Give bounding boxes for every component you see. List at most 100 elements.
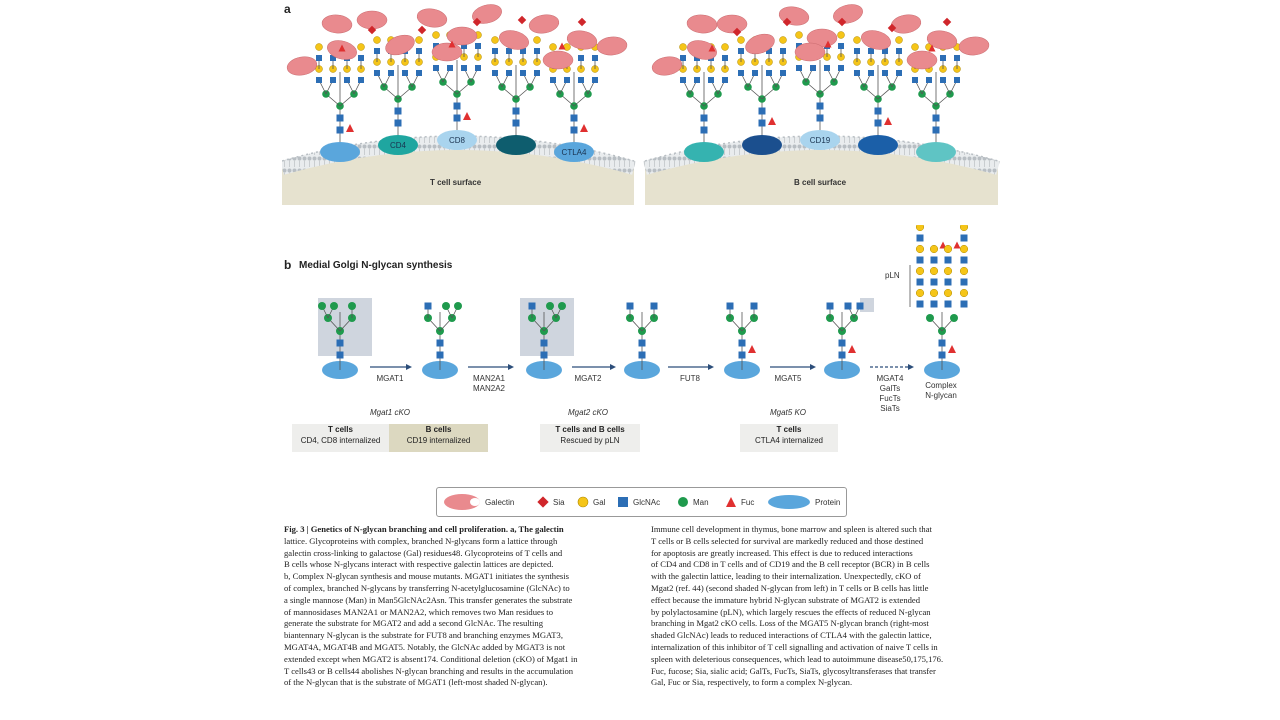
glcnac-icon [844, 302, 852, 310]
gal-icon [929, 288, 939, 298]
glcnac-icon [796, 65, 802, 71]
fuc-icon [884, 117, 892, 125]
man-icon [558, 302, 566, 310]
panel-b-title: Medial Golgi N-glycan synthesis [299, 260, 453, 271]
glcnac-icon [874, 119, 882, 127]
glcnac-icon [374, 48, 380, 54]
sia-icon [577, 17, 587, 27]
glcnac-icon [578, 77, 584, 83]
gal-icon [915, 266, 925, 276]
fuc-icon [558, 42, 566, 50]
caption-line: Fig. 3 | Genetics of N-glycan branching … [284, 524, 564, 534]
glcnac-icon [336, 351, 344, 359]
glcnac-icon [874, 107, 882, 115]
caption-line: of the N-glycan that is the substrate of… [284, 677, 548, 688]
glcnac-icon [708, 77, 714, 83]
gal-icon [943, 288, 953, 298]
legend-glcnac: GlcNAc [617, 496, 660, 508]
shaded-substrate-mgat1 [318, 298, 372, 356]
gal-icon [915, 244, 925, 254]
galectin-icon [686, 14, 718, 34]
glcnac-icon [912, 77, 918, 83]
galectin-icon [794, 42, 826, 62]
caption-line: Immune cell development in thymus, bone … [651, 524, 932, 534]
fuc-icon [748, 345, 756, 353]
glcnac-icon [534, 48, 540, 54]
glcnac-icon [738, 339, 746, 347]
galectin-icon [431, 42, 463, 62]
glcnac-icon [726, 302, 734, 310]
legend-man: Man [677, 496, 709, 508]
glcnac-icon [916, 278, 924, 286]
glcnac-icon [944, 256, 952, 264]
glcnac-icon [650, 302, 658, 310]
caption-line: of CD4 and CD8 in T cells and of CD19 an… [651, 559, 930, 570]
caption-line: generate the substrate for MGAT2 and add… [284, 618, 544, 629]
glcnac-icon [738, 70, 744, 76]
galectin-icon [528, 14, 560, 34]
glcnac-icon [960, 234, 968, 242]
sia-icon [517, 15, 527, 25]
t-cell-protein-label: CTLA4 [562, 148, 587, 157]
man-icon [454, 302, 462, 310]
glcnac-icon [838, 65, 844, 71]
caption-line: by polylactosamine (pLN), which largely … [651, 606, 931, 617]
glcnac-icon [838, 351, 846, 359]
caption-line: of complex, branched N-glycans by transf… [284, 582, 570, 593]
glcnac-icon [402, 70, 408, 76]
galectin-icon [958, 36, 990, 56]
glcnac-icon [540, 339, 548, 347]
glcnac-icon [638, 351, 646, 359]
glcnac-icon [944, 278, 952, 286]
caption-line: lattice. Glycoproteins with complex, bra… [284, 535, 558, 546]
glcnac-icon [838, 339, 846, 347]
glcnac-icon [680, 77, 686, 83]
fuc-icon [948, 345, 956, 353]
fuc-icon [708, 44, 716, 52]
glcnac-icon [780, 70, 786, 76]
man-icon [546, 302, 554, 310]
galectin-icon [596, 36, 628, 56]
caption-line: with the galectin lattice, leading to th… [651, 571, 921, 582]
glcnac-icon [758, 119, 766, 127]
galectin-icon [745, 33, 775, 55]
legend: Galectin Sia Gal GlcNAc Man Fuc Protein [436, 487, 847, 517]
enzyme-mgat2: MGAT2 [574, 374, 602, 383]
glcnac-icon [722, 77, 728, 83]
glcnac-icon [700, 114, 708, 122]
panel-b-letter: b [284, 258, 292, 272]
glcnac-icon [944, 300, 952, 308]
glcnac-icon [461, 65, 467, 71]
legend-protein: Protein [767, 494, 840, 510]
gal-icon [943, 244, 953, 254]
glcnac-icon [344, 77, 350, 83]
glcnac-icon [453, 114, 461, 122]
gal-icon [911, 43, 919, 51]
fuc-icon [726, 497, 736, 507]
glcnac-icon [358, 55, 364, 61]
galectin-icon [542, 50, 574, 70]
glcnac-icon [938, 339, 946, 347]
caption-line: T cells or B cells selected for survival… [651, 535, 924, 546]
glcnac-icon [336, 126, 344, 134]
galectin-icon [651, 56, 683, 76]
gal-icon [929, 244, 939, 254]
glcnac-icon [926, 77, 932, 83]
man-icon [442, 302, 450, 310]
glcnac-icon [506, 70, 512, 76]
t-cell-protein-label: CD4 [390, 141, 407, 150]
glcnac-icon [436, 351, 444, 359]
gal-icon [795, 31, 803, 39]
galectin-icon [906, 50, 938, 70]
fuc-icon [848, 345, 856, 353]
enzyme-mgat1: MGAT1 [376, 374, 404, 383]
glcnac-icon [388, 70, 394, 76]
gal-icon [357, 43, 365, 51]
t-cell-protein [437, 130, 477, 150]
caption-line: effect because the immature hybrid N-gly… [651, 594, 921, 605]
gal-icon [491, 36, 499, 44]
glcnac-icon [475, 43, 481, 49]
galectin-icon [716, 14, 748, 34]
